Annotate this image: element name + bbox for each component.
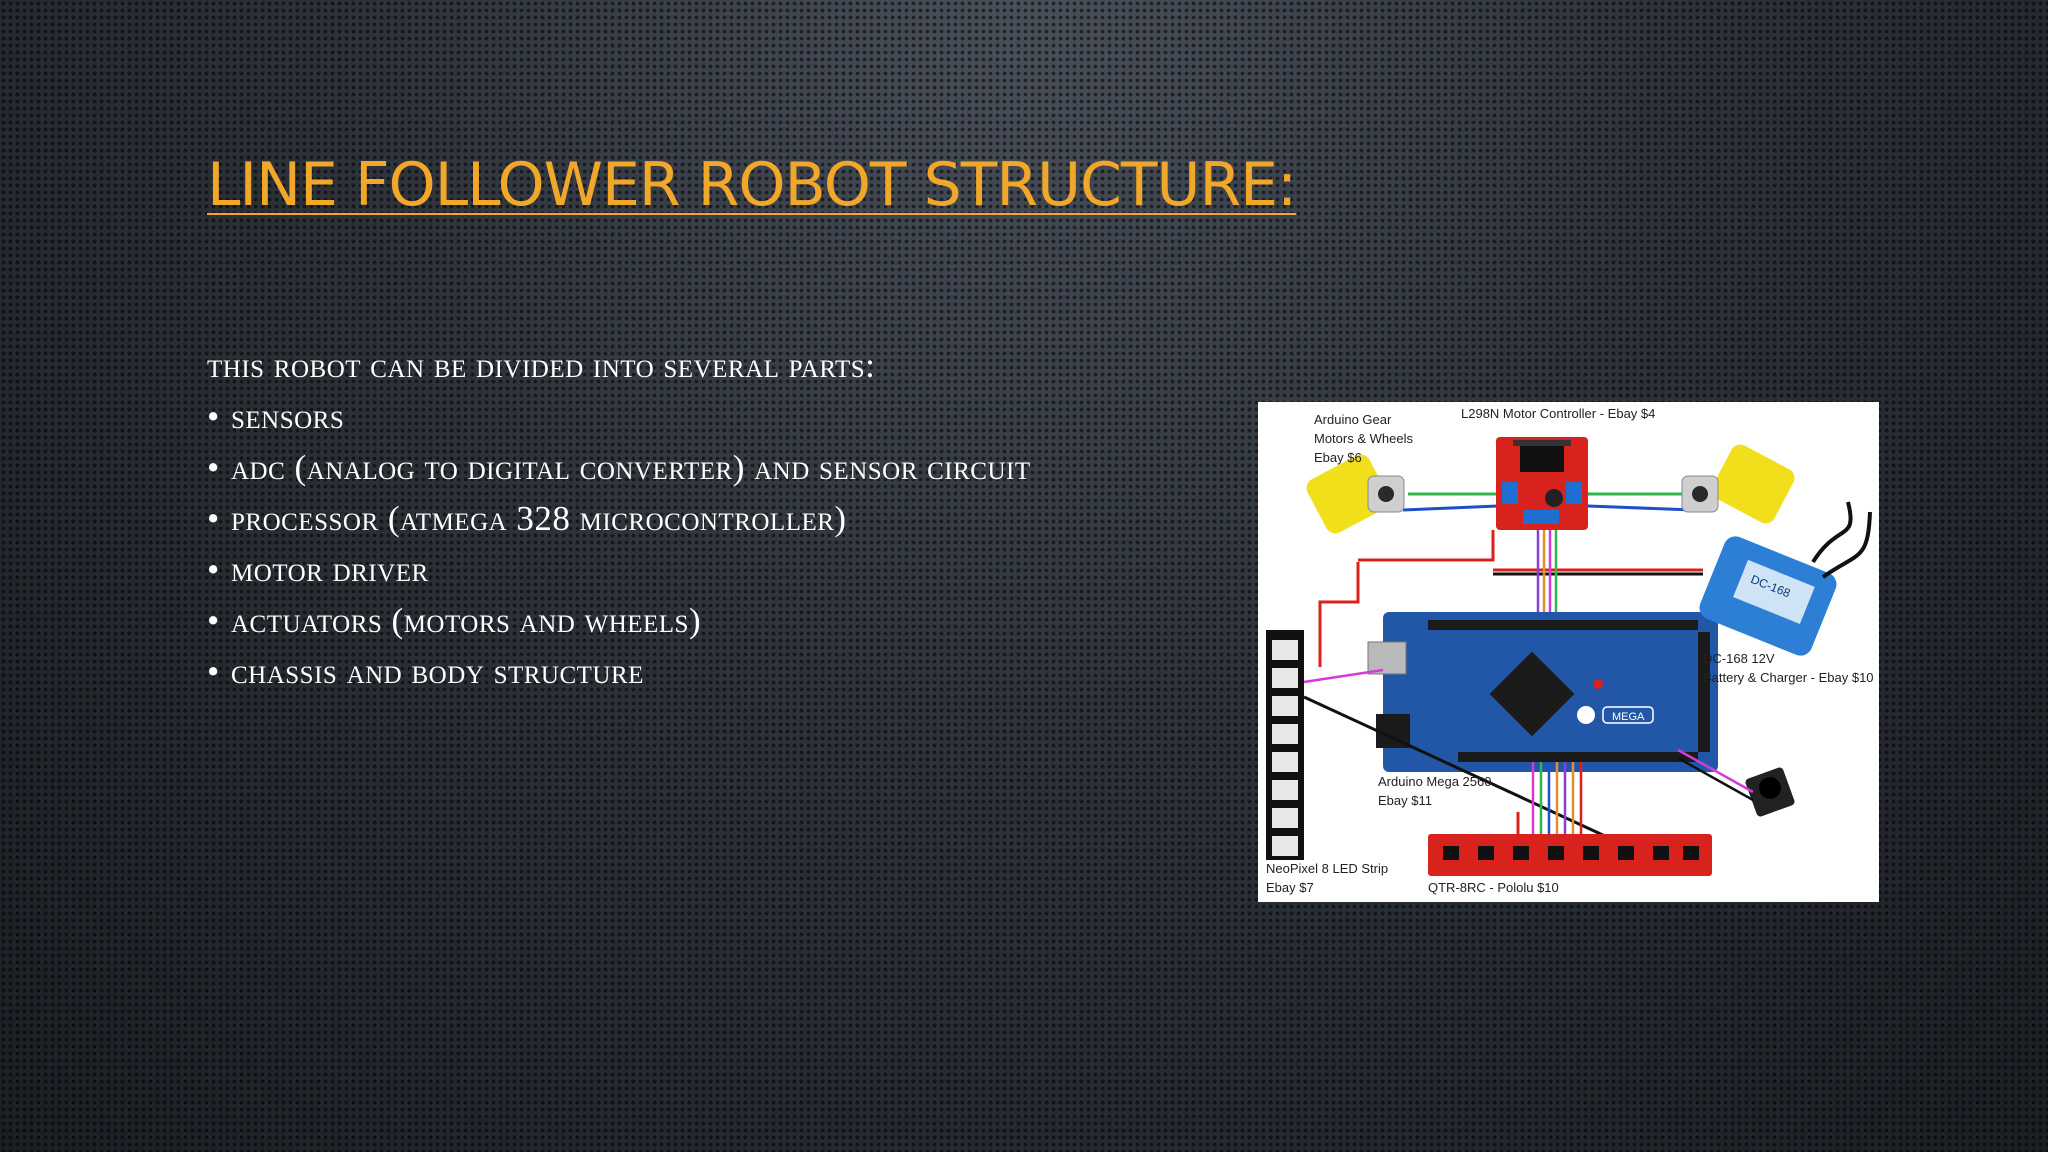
list-item: PROCESSOR (ATMEGA 328 MICROCONTROLLER) [207,493,1157,544]
slide-body: THIS ROBOT CAN BE DIVIDED INTO SEVERAL P… [207,340,1157,697]
parts-list: SENSORS ADC (ANALOG TO DIGITAL CONVERTER… [207,391,1157,697]
mega-badge: MEGA [1612,711,1645,723]
neopixel-label: Ebay $7 [1266,880,1314,895]
push-button [1745,767,1795,817]
power-wire [1358,530,1495,562]
list-item: MOTOR DRIVER [207,544,1157,595]
list-item: ADC (ANALOG TO DIGITAL CONVERTER) AND SE… [207,442,1157,493]
slide-title: LINE FOLLOWER ROBOT STRUCTURE: [207,150,1297,220]
mega-label: Arduino Mega 2560 [1378,774,1491,789]
gear-motors-label: Motors & Wheels [1314,431,1413,446]
wiring-diagram-image: MEGA [1258,402,1879,902]
signal-wire [1677,748,1754,794]
neopixel-led-strip [1266,630,1304,860]
motor-wire [1402,504,1499,512]
l298n-motor-controller [1496,437,1588,530]
motor-controller-label: L298N Motor Controller - Ebay $4 [1461,406,1655,421]
battery-label: DC-168 12V [1703,651,1775,666]
list-item: SENSORS [207,391,1157,442]
wiring-diagram-svg: MEGA [1266,406,1874,895]
signal-wire [1303,668,1384,684]
power-wire [1318,562,1360,667]
motor-wire [1587,504,1694,512]
battery-label: Battery & Charger - Ebay $10 [1703,670,1874,685]
gear-motors-label: Arduino Gear [1314,412,1392,427]
neopixel-label: NeoPixel 8 LED Strip [1266,861,1388,876]
left-gear-motor [1306,454,1405,534]
ground-wire [1677,756,1754,802]
right-gear-motor [1681,444,1795,524]
gear-motors-label: Ebay $6 [1314,450,1362,465]
dc-168-battery: DC-168 [1699,501,1872,656]
list-item: ACTUATORS (MOTORS AND WHEELS) [207,595,1157,646]
mega-label: Ebay $11 [1378,793,1432,808]
intro-text: THIS ROBOT CAN BE DIVIDED INTO SEVERAL P… [207,346,876,385]
arduino-mega-board: MEGA [1367,612,1718,772]
qtr-label: QTR-8RC - Pololu $10 [1428,880,1559,895]
qtr-8rc-sensor-array [1428,834,1712,876]
list-item: CHASSIS AND BODY STRUCTURE [207,646,1157,697]
